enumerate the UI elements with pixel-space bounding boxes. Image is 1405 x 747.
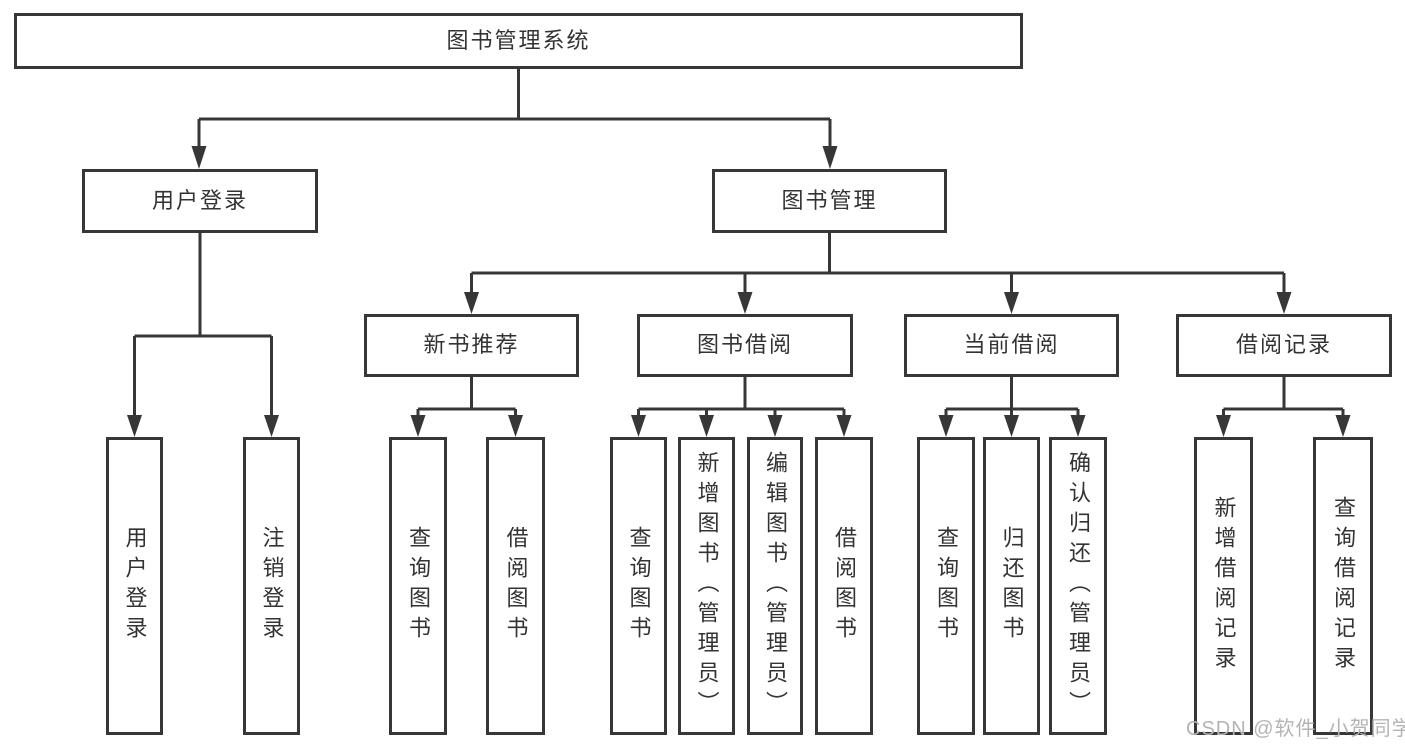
node-new-book-recommend: 新书推荐 (364, 314, 579, 377)
node-book-borrow: 图书借阅 (637, 314, 853, 377)
leaf-nbr-borrow-books: 借阅图书 (486, 437, 545, 735)
node-label: 查询图书 (406, 526, 431, 646)
node-label: 确认归还（管理员） (1066, 451, 1091, 721)
leaf-user-login: 用户登录 (106, 437, 163, 735)
node-label: 编辑图书（管理员） (763, 451, 788, 721)
leaf-bb-add-books: 新增图书（管理员） (678, 437, 735, 735)
node-label: 图书管理 (781, 187, 878, 213)
node-label: 新增图书（管理员） (694, 451, 720, 721)
node-root: 图书管理系统 (14, 13, 1023, 69)
node-label: 当前借阅 (963, 332, 1060, 358)
node-label: 用户登录 (151, 187, 248, 213)
watermark: CSDN @软件_小贺同学 (1186, 718, 1405, 740)
node-current-borrow: 当前借阅 (904, 314, 1119, 377)
leaf-br-query-record: 查询借阅记录 (1313, 437, 1373, 735)
node-label: 新增借阅记录 (1211, 496, 1237, 676)
node-label: 用户登录 (122, 526, 148, 646)
node-label: 借阅图书 (503, 526, 529, 646)
node-label: 图书借阅 (696, 332, 793, 358)
leaf-bb-query-books: 查询图书 (610, 437, 667, 735)
node-label: 借阅记录 (1235, 332, 1332, 358)
leaf-br-add-record: 新增借阅记录 (1194, 437, 1253, 735)
leaf-bb-borrow-books: 借阅图书 (815, 437, 873, 735)
leaf-logout: 注销登录 (243, 437, 300, 735)
node-label: 查询图书 (626, 526, 652, 646)
node-label: 注销登录 (259, 526, 285, 646)
node-label: 查询图书 (934, 526, 959, 646)
node-label: 图书管理系统 (446, 27, 591, 53)
node-label: 归还图书 (999, 526, 1025, 646)
leaf-cb-confirm-return: 确认归还（管理员） (1049, 437, 1107, 735)
node-label: 查询借阅记录 (1331, 496, 1356, 676)
node-user-login: 用户登录 (82, 169, 318, 233)
leaf-bb-edit-books: 编辑图书（管理员） (747, 437, 803, 735)
leaf-cb-query-books: 查询图书 (917, 437, 975, 735)
node-label: 新书推荐 (423, 332, 520, 358)
node-book-management: 图书管理 (712, 169, 947, 233)
leaf-cb-return-books: 归还图书 (983, 437, 1040, 735)
node-label: 借阅图书 (832, 526, 857, 646)
leaf-nbr-query-books: 查询图书 (389, 437, 447, 735)
node-borrow-records: 借阅记录 (1176, 314, 1392, 377)
